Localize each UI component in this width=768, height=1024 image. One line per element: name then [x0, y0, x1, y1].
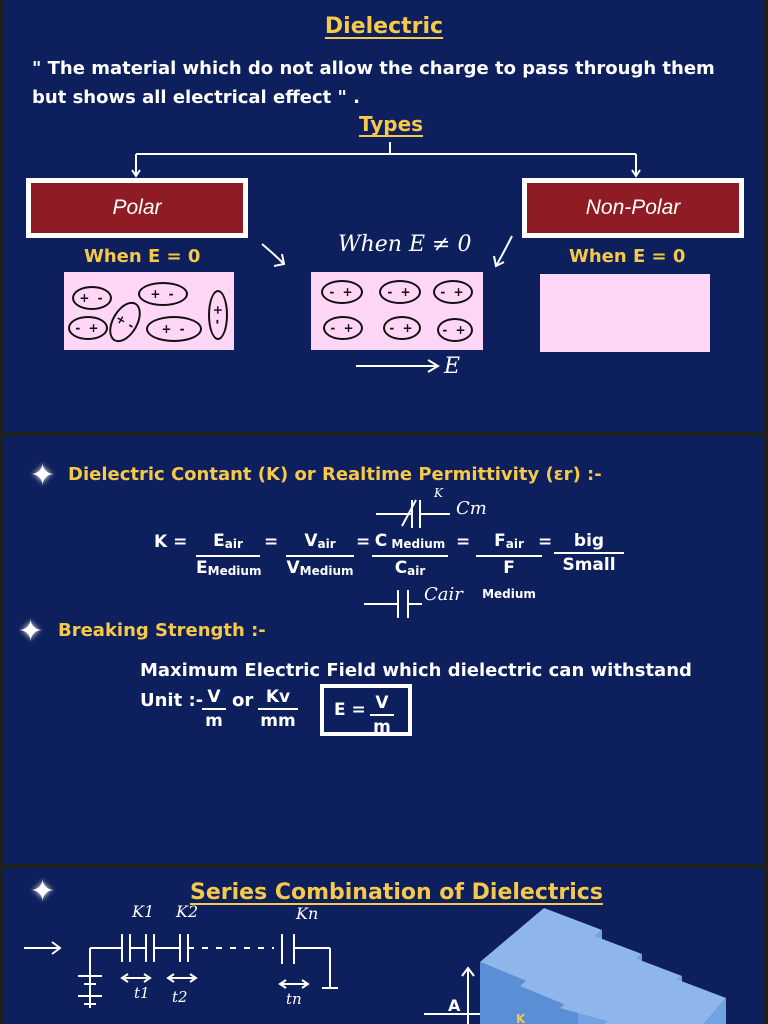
frac-num-sub: Medium	[387, 537, 446, 551]
when-e-nonzero: When E ≠ 0	[338, 232, 472, 257]
dipole-molecule: - +	[383, 316, 421, 340]
frac-den: F	[503, 558, 515, 578]
dipole-molecule: + -	[102, 296, 148, 348]
frac-num-sub: air	[224, 537, 243, 551]
polar-box: Polar	[26, 178, 248, 238]
e-equals-v-over-m-box: E = V m	[320, 684, 412, 738]
cap-air-label: Cair	[424, 584, 463, 605]
dielectric-definition: " The material which do not allow the ch…	[32, 58, 715, 108]
nonpolar-box: Non-Polar	[522, 178, 744, 238]
dipole-molecule: - +	[437, 318, 473, 342]
polar-label: Polar	[31, 183, 243, 233]
unit-v: V	[202, 686, 226, 710]
k-equals: K =	[154, 532, 188, 552]
tn-label: tn	[286, 990, 302, 1008]
dipole-molecule: + -	[138, 282, 188, 306]
box-e-equals: E =	[334, 700, 366, 720]
sparkle-icon: ✦	[30, 458, 56, 493]
series-circuit-sketch	[24, 908, 726, 1024]
kn-label: Kn	[296, 904, 319, 923]
types-heading: Types	[358, 112, 424, 136]
types-tree-lines	[131, 142, 641, 373]
nonpolar-label: Non-Polar	[527, 183, 739, 233]
dielectric-title: Dielectric	[324, 14, 444, 39]
frac-den-sub: Medium	[299, 564, 354, 578]
dipole-molecule: - +	[379, 280, 421, 304]
frac-den-sub: air	[407, 564, 426, 578]
frac-num-sub: air	[505, 537, 524, 551]
sparkle-icon: ✦	[30, 874, 56, 909]
dipole-molecule: + -	[72, 286, 112, 310]
equals-sign: =	[356, 532, 371, 552]
polar-molecules-box: + - + - + - - + + - + -	[64, 272, 234, 350]
unit-kv: Kv	[258, 686, 298, 710]
cap-medium-label: Cm	[456, 498, 487, 519]
dielectric-constant-heading: Dielectric Contant (K) or Realtime Permi…	[68, 464, 602, 485]
breaking-strength-heading: Breaking Strength :-	[58, 620, 266, 641]
series-combination-panel: ✦ Series Combination of Dielectrics	[4, 868, 764, 1024]
fraction-e: Eair EMedium	[196, 530, 262, 582]
unit-or: or	[232, 690, 254, 711]
nonpolar-when-e-zero: When E = 0	[569, 246, 686, 267]
sparkle-icon: ✦	[18, 614, 44, 649]
polar-when-e-zero: When E = 0	[84, 246, 201, 267]
equals-sign: =	[264, 532, 279, 552]
frac-num-sub: air	[317, 537, 336, 551]
k-bottom-label: K	[516, 1012, 526, 1024]
k2-label: K2	[176, 902, 199, 921]
dipole-molecule: - +	[433, 280, 473, 304]
fraction-big-small: big Small	[554, 530, 624, 576]
fraction-v: Vair VMedium	[286, 530, 354, 582]
field-label: E	[444, 354, 461, 379]
breaking-strength-desc: Maximum Electric Field which dielectric …	[140, 660, 692, 681]
box-m: m	[373, 717, 391, 737]
unit-v-per-m: V m	[202, 686, 226, 732]
t2-label: t2	[172, 988, 188, 1006]
unit-m: m	[205, 711, 223, 731]
frac-num: big	[573, 531, 605, 551]
capacitor-sketches	[364, 499, 450, 618]
equals-sign: =	[456, 532, 471, 552]
dipole-molecule: + -	[208, 290, 228, 340]
dipole-molecule: - +	[323, 316, 363, 340]
dielectric-constant-panel: ✦ Dielectric Contant (K) or Realtime Per…	[4, 436, 764, 864]
fraction-f: Fair F Medium	[476, 530, 542, 605]
fraction-c: C Medium Cair	[372, 530, 448, 582]
dipole-molecule: - +	[68, 316, 108, 340]
unit-label: Unit :-	[140, 690, 204, 711]
dipole-molecule: - +	[321, 280, 363, 304]
frac-num: C	[374, 531, 388, 551]
frac-den-sub: Medium	[207, 564, 262, 578]
frac-den: E	[196, 558, 208, 578]
area-label: A	[448, 996, 461, 1015]
dipole-molecule: + -	[146, 316, 202, 342]
cap-k-label: K	[434, 486, 443, 500]
nonpolar-molecules-box	[540, 274, 710, 352]
unit-mm: mm	[260, 711, 296, 731]
box-v: V	[370, 692, 394, 716]
frac-num: V	[304, 531, 318, 551]
frac-den-sub: Medium	[482, 587, 536, 601]
box-fraction: V m	[370, 692, 394, 738]
aligned-molecules-box: - + - + - + - + - + - +	[311, 272, 483, 350]
series-combination-title: Series Combination of Dielectrics	[190, 880, 603, 905]
frac-den: C	[394, 558, 408, 578]
equals-sign: =	[538, 532, 553, 552]
frac-num: F	[494, 531, 506, 551]
t1-label: t1	[134, 984, 150, 1002]
frac-den: Small	[562, 555, 616, 575]
dielectric-panel: Dielectric " The material which do not a…	[4, 0, 764, 432]
unit-kv-per-mm: Kv mm	[258, 686, 298, 732]
k1-label: K1	[132, 902, 155, 921]
frac-den: V	[286, 558, 300, 578]
frac-num: E	[213, 531, 225, 551]
